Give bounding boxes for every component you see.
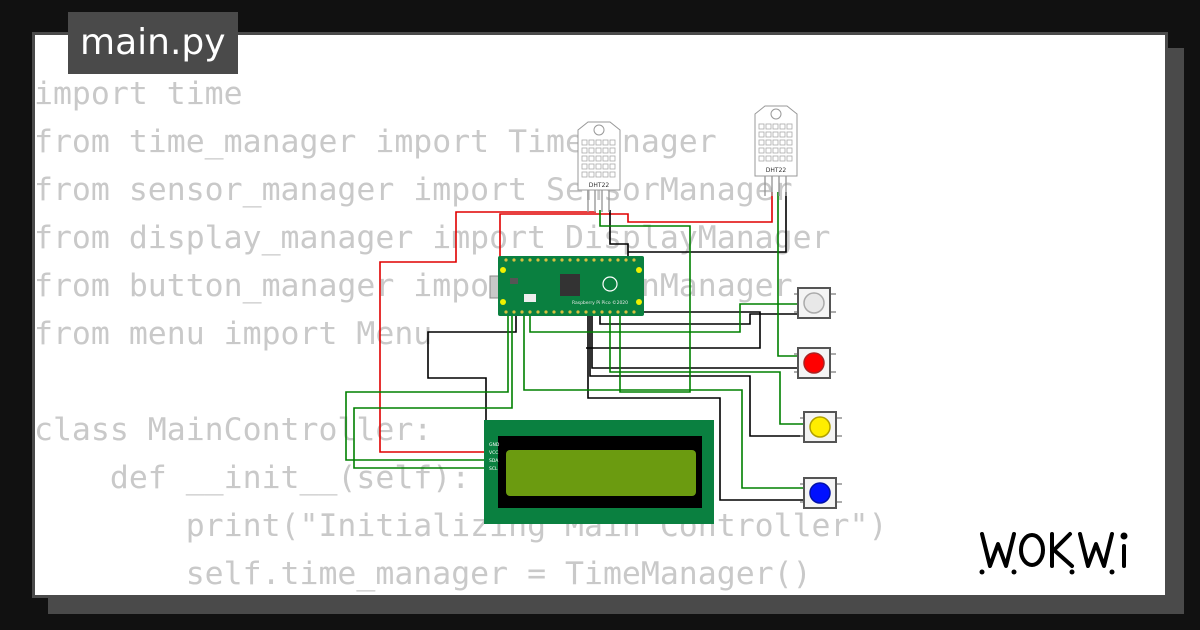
lcd-pin-label: SCL [489, 466, 498, 472]
wire-red [379, 211, 596, 453]
wire-black [609, 210, 629, 258]
wire-black [586, 311, 761, 349]
code-line: from menu import Menu [34, 316, 433, 352]
wire-black [591, 316, 800, 369]
board-label: Raspberry Pi Pico ©2020 [572, 299, 628, 306]
file-tab[interactable]: main.py [68, 12, 238, 74]
lcd-pin-label: SDA [489, 458, 499, 464]
wokwi-logo [979, 532, 1128, 575]
code-line: from button_manager import ButtonManager [34, 268, 793, 304]
wire-black [628, 192, 787, 253]
wire-green [777, 192, 800, 357]
dht22-sensor[interactable]: DHT22 [754, 105, 798, 196]
wire-green [529, 303, 798, 333]
wire-green [609, 316, 806, 425]
dht22-sensor[interactable]: DHT22 [577, 121, 621, 212]
wire-green [523, 316, 804, 489]
wire-black [589, 316, 806, 437]
raspberry-pi-pico[interactable]: Raspberry Pi Pico ©2020 [489, 256, 644, 316]
pushbutton-white[interactable] [794, 287, 836, 319]
wire-green [345, 316, 509, 461]
sensor-label: DHT22 [589, 182, 610, 189]
wire-green [353, 316, 513, 469]
lcd-1602-display[interactable]: GND VCC SDA SCL [484, 420, 714, 524]
raspberry-logo-icon [602, 276, 618, 292]
code-line: self.time_manager = TimeManager() [34, 556, 812, 592]
code-line: import time [34, 76, 243, 112]
pushbutton-red[interactable] [794, 347, 836, 379]
lcd-pin-label: VCC [489, 450, 498, 456]
wire-green [599, 210, 691, 393]
button-cap [803, 352, 825, 374]
lcd-pin-label: GND [489, 442, 500, 448]
wire-black [599, 313, 798, 325]
pushbutton-yellow[interactable] [800, 411, 842, 443]
button-cap [803, 292, 825, 314]
wire-black [587, 316, 804, 501]
sensor-label: DHT22 [766, 167, 787, 174]
code-line: from time_manager import TimeManager [34, 124, 717, 160]
pushbutton-blue[interactable] [800, 477, 842, 509]
button-cap [809, 416, 831, 438]
code-line: def __init__(self): [34, 460, 471, 496]
wire-red [499, 192, 773, 262]
code-line: class MainController: [34, 412, 433, 448]
button-cap [809, 482, 831, 504]
